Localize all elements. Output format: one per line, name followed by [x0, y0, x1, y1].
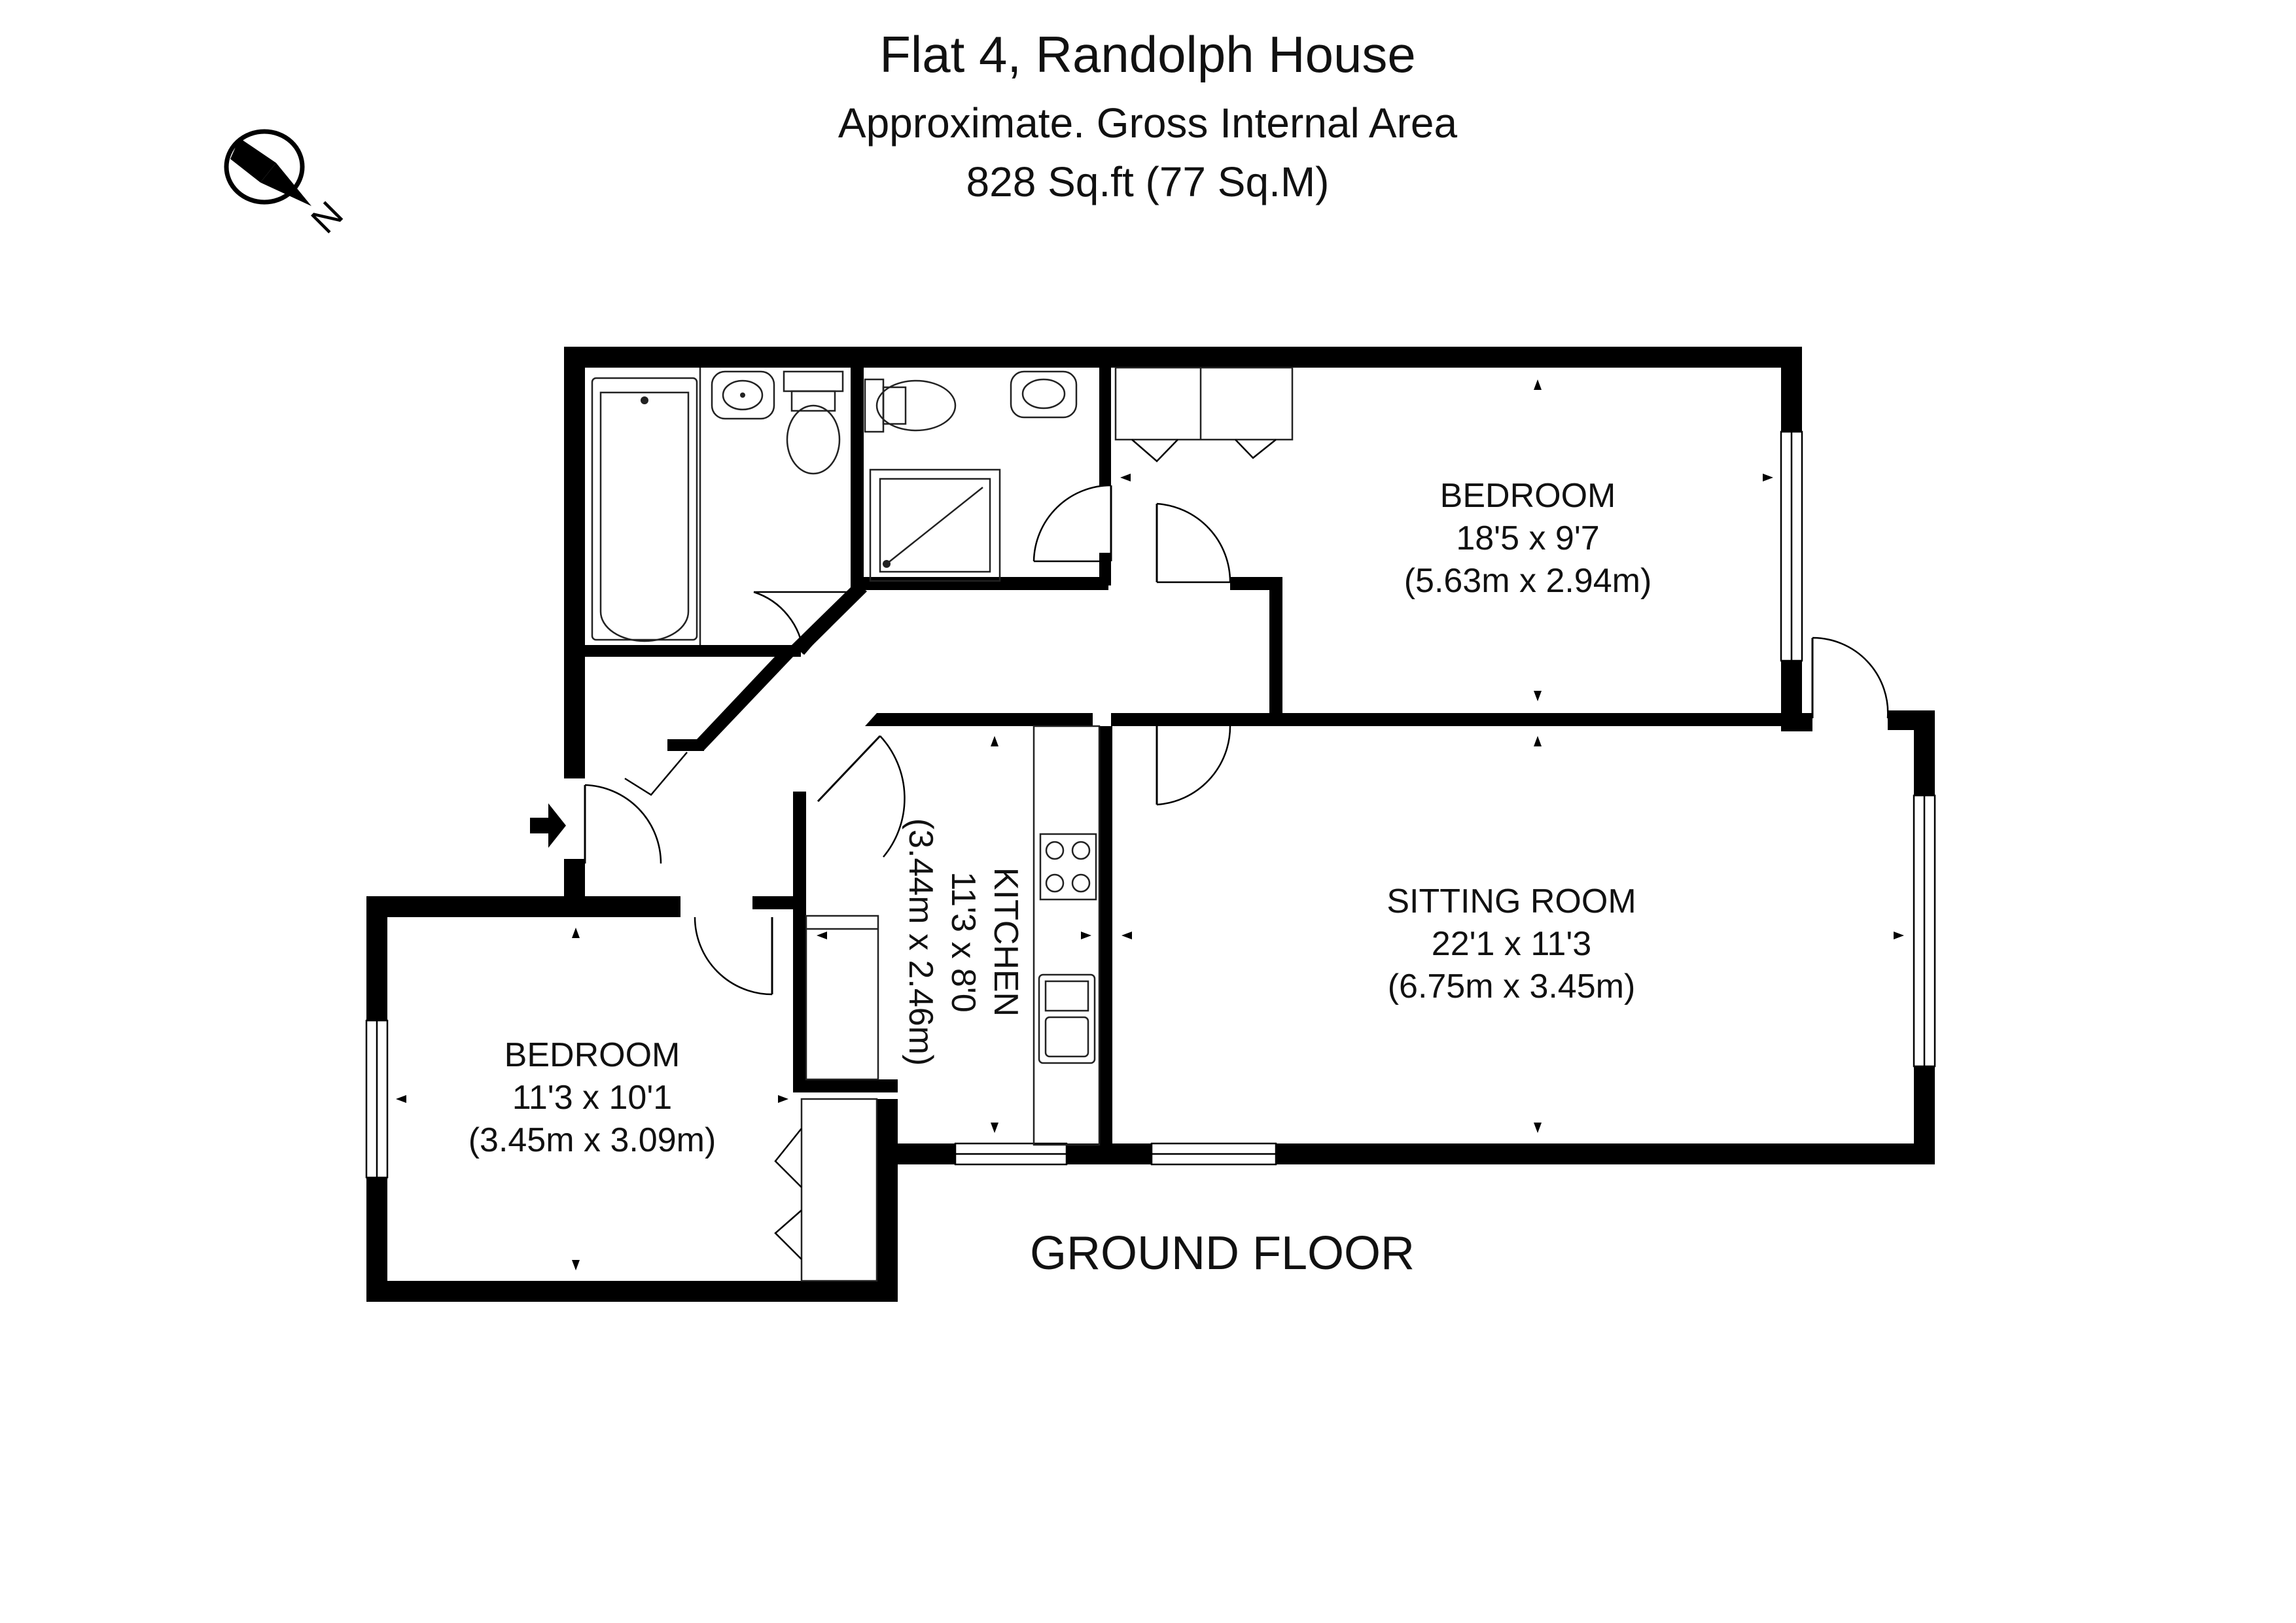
sitting-room-door — [1156, 725, 1231, 806]
dimension-markers — [396, 379, 1904, 1270]
room-imperial: 22'1 x 11'3 — [1432, 925, 1591, 963]
room-bedroom-second: BEDROOM 11'3 x 10'1 (3.45m x 3.09m) — [468, 1036, 716, 1159]
plan-subtitle: Approximate. Gross Internal Area — [838, 99, 1458, 147]
room-name: SITTING ROOM — [1386, 882, 1636, 920]
room-sitting-room: SITTING ROOM 22'1 x 11'3 (6.75m x 3.45m) — [1386, 882, 1636, 1005]
hall-cupboard-door — [624, 752, 688, 796]
room-name: KITCHEN — [987, 867, 1025, 1017]
plan-area: 828 Sq.ft (77 Sq.M) — [966, 158, 1330, 205]
room-name: BEDROOM — [504, 1036, 680, 1074]
room-name: BEDROOM — [1440, 477, 1616, 515]
floor-label: GROUND FLOOR — [1030, 1227, 1415, 1280]
bedroom-main-door — [1156, 502, 1231, 584]
fixtures — [530, 368, 1101, 1146]
bathroom-door — [753, 591, 858, 655]
entrance-door — [584, 784, 662, 864]
entrance-arrow-icon — [530, 803, 566, 848]
kitchen-storage — [805, 915, 879, 1081]
sitting-room-external-door — [1811, 637, 1889, 719]
header: Flat 4, Randolph House Approximate. Gros… — [838, 26, 1458, 205]
room-metric: (6.75m x 3.45m) — [1388, 968, 1636, 1005]
windows — [365, 430, 1936, 1179]
room-imperial: 11'3 x 8'0 — [944, 871, 982, 1013]
kitchen-door — [817, 735, 906, 858]
wardrobe-main — [1114, 366, 1294, 462]
toilet-icon — [783, 370, 844, 475]
interior-walls — [585, 368, 1802, 1164]
room-metric: (3.45m x 3.09m) — [468, 1121, 716, 1159]
sink-icon — [1038, 973, 1096, 1064]
room-metric: (5.63m x 2.94m) — [1404, 562, 1652, 600]
shower-icon — [869, 468, 1001, 582]
hob-icon — [1039, 833, 1097, 901]
room-imperial: 11'3 x 10'1 — [512, 1079, 672, 1117]
ensuite-toilet-icon — [864, 378, 957, 433]
ensuite-washbasin-icon — [1010, 370, 1078, 419]
room-bedroom-main: BEDROOM 18'5 x 9'7 (5.63m x 2.94m) — [1404, 477, 1652, 600]
compass-north-label: N — [303, 193, 351, 241]
ensuite-door — [1033, 484, 1112, 563]
room-imperial: 18'5 x 9'7 — [1456, 519, 1599, 557]
bedroom-second-door — [694, 916, 773, 996]
kitchen-counter — [1033, 725, 1101, 1146]
plan-title: Flat 4, Randolph House — [879, 26, 1416, 83]
washbasin-icon — [711, 370, 775, 420]
room-metric: (3.44m x 2.46m) — [902, 818, 940, 1066]
room-kitchen: KITCHEN 11'3 x 8'0 (3.44m x 2.46m) — [902, 818, 1025, 1066]
wardrobe-second — [774, 1098, 878, 1282]
doors — [584, 366, 1889, 1282]
compass-icon: N — [224, 129, 351, 241]
bath-icon — [591, 368, 701, 645]
